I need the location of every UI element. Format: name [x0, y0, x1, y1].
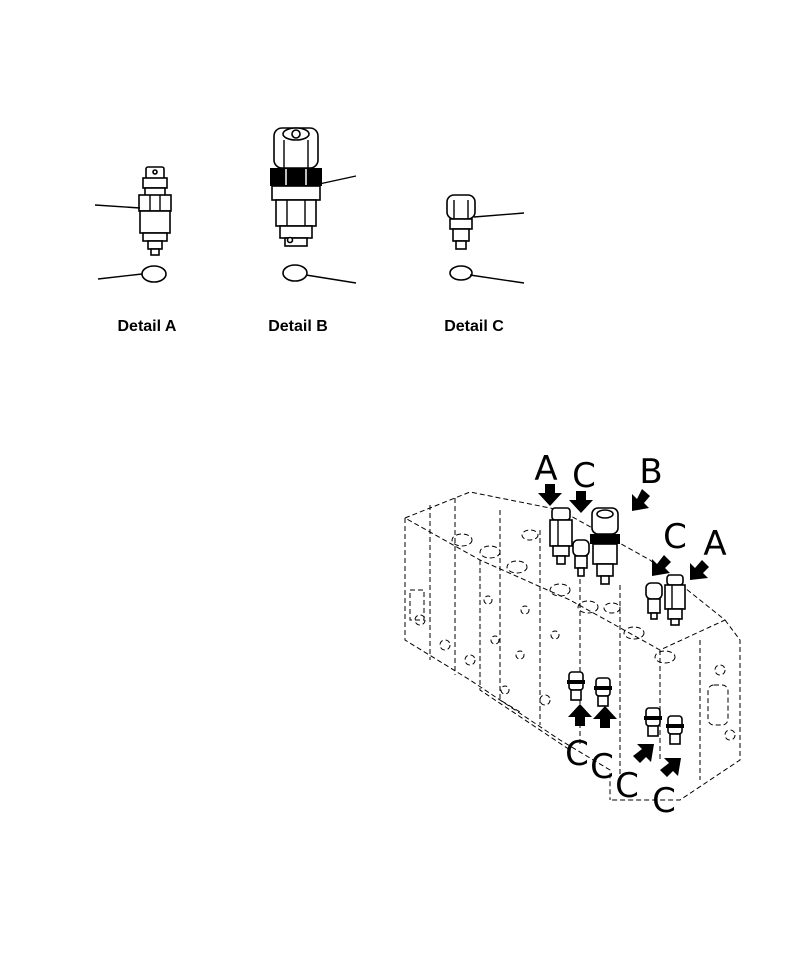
detail-a-label: Detail A	[118, 318, 177, 335]
callout-c-bottom-2: C	[590, 747, 614, 787]
detail-c-plug	[446, 194, 525, 284]
detail-c-label: Detail C	[444, 318, 504, 335]
mounted-valve-a-left	[549, 507, 573, 565]
callout-c-right: C	[663, 517, 687, 557]
mounted-valve-a-right	[664, 574, 686, 626]
mounted-valve-b	[590, 507, 620, 585]
mounted-plug-c-top	[572, 539, 590, 577]
callout-c-bottom-3: C	[615, 766, 639, 806]
callout-a-right: A	[703, 524, 726, 564]
mounted-plugs-c-bottom	[567, 671, 684, 745]
callout-c-top: C	[572, 456, 596, 496]
callout-a-left: A	[534, 449, 557, 489]
callout-b: B	[639, 452, 662, 492]
detail-a-relief-valve	[94, 166, 172, 283]
pointer-arrows	[538, 484, 709, 777]
control-valve-block	[403, 491, 741, 801]
detail-b-label: Detail B	[268, 318, 328, 335]
mounted-plug-c-right	[645, 582, 663, 620]
callout-c-bottom-1: C	[565, 734, 589, 774]
detail-b-relief-valve	[270, 127, 357, 284]
callout-c-bottom-4: C	[652, 781, 676, 821]
